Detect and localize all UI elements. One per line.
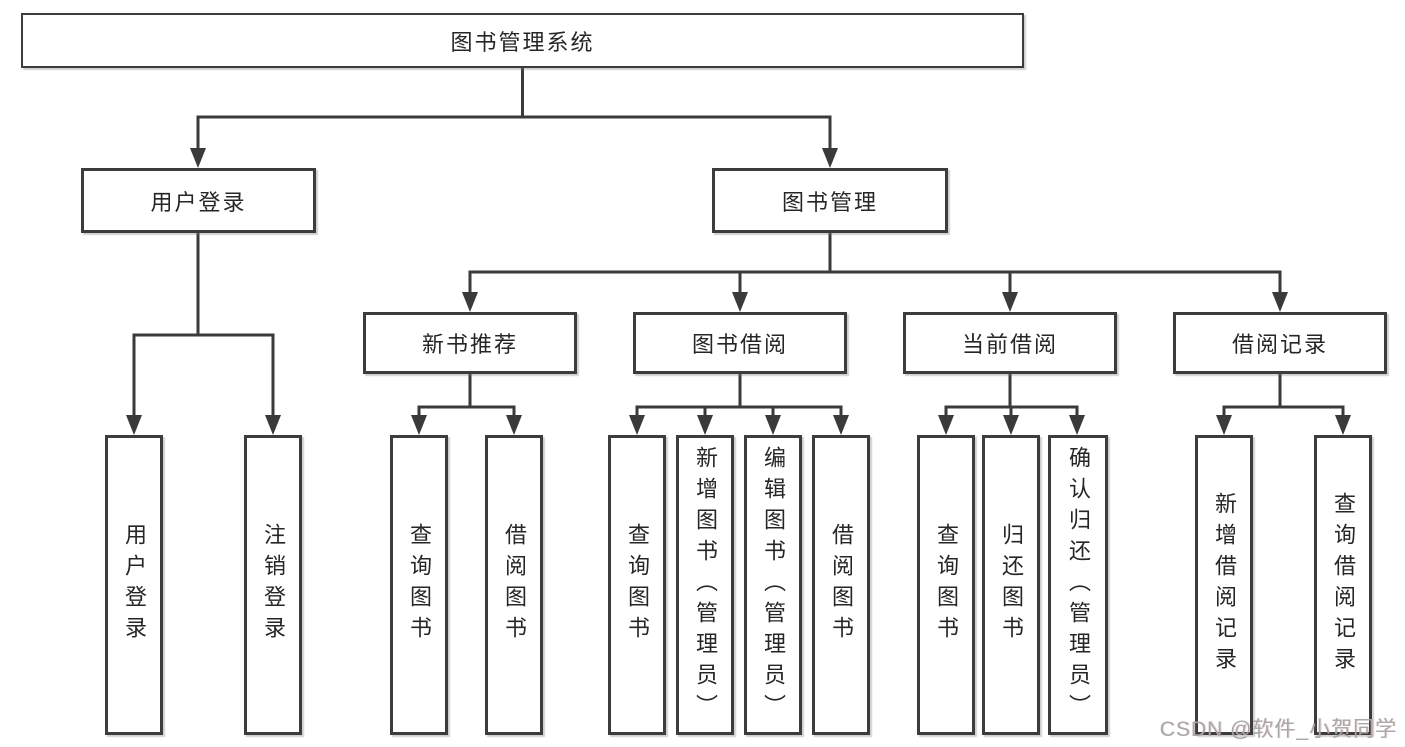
leaf-logout: 注销登录 xyxy=(244,435,302,735)
leaf-query-books-borrowing: 查询图书 xyxy=(608,435,666,735)
node-book-borrowing: 图书借阅 xyxy=(633,312,847,374)
node-user-login-branch: 用户登录 xyxy=(81,168,316,233)
connector-lines xyxy=(132,68,1345,418)
csdn-watermark: CSDN @软件_小贺同学 xyxy=(1159,718,1397,741)
leaf-add-borrow-record: 新增借阅记录 xyxy=(1195,435,1253,735)
node-current-borrowing: 当前借阅 xyxy=(903,312,1117,374)
leaf-borrow-books-borrowing: 借阅图书 xyxy=(812,435,870,735)
node-borrowing-records: 借阅记录 xyxy=(1173,312,1387,374)
leaf-user-login: 用户登录 xyxy=(105,435,163,735)
leaf-return-books: 归还图书 xyxy=(982,435,1040,735)
leaf-borrow-books-recommend: 借阅图书 xyxy=(485,435,543,735)
node-library-management-system: 图书管理系统 xyxy=(21,13,1024,68)
node-new-book-recommendation: 新书推荐 xyxy=(363,312,577,374)
leaf-query-books-recommend: 查询图书 xyxy=(390,435,448,735)
leaf-query-borrow-record: 查询借阅记录 xyxy=(1314,435,1372,735)
leaf-edit-book-admin: 编辑图书（管理员） xyxy=(744,435,802,735)
leaf-query-books-current: 查询图书 xyxy=(917,435,975,735)
leaf-confirm-return-admin: 确认归还（管理员） xyxy=(1048,435,1108,735)
leaf-add-book-admin: 新增图书（管理员） xyxy=(676,435,734,735)
node-book-management-branch: 图书管理 xyxy=(712,168,948,233)
